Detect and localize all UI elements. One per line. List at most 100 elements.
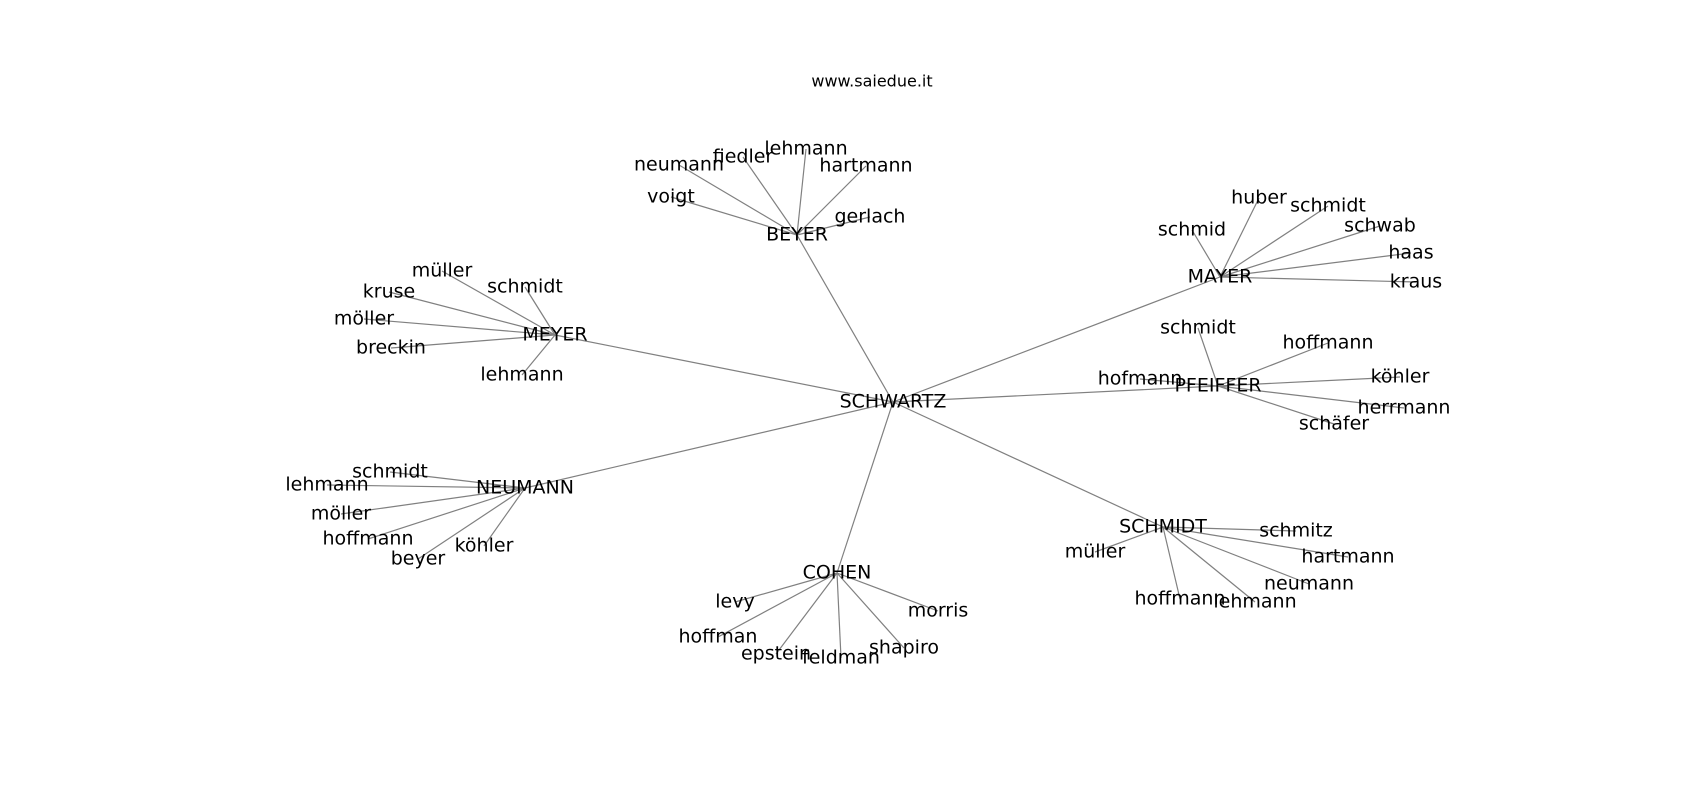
edge-line <box>524 401 894 489</box>
leaf-node-label: hartmann <box>1301 546 1394 568</box>
edge-line <box>1219 205 1329 278</box>
leaf-node-label: fiedler <box>713 146 774 168</box>
leaf-node-label: köhler <box>455 535 514 557</box>
leaf-node-label: müller <box>412 260 473 282</box>
hub-node-label: BEYER <box>766 224 828 246</box>
leaf-node-label: haas <box>1388 242 1433 264</box>
edge-line <box>1162 526 1256 603</box>
edge-line <box>742 156 798 236</box>
edge-line <box>326 484 526 489</box>
edge-line <box>892 385 1219 403</box>
edge-line <box>796 165 867 236</box>
edge-line <box>1217 376 1401 387</box>
edges-layer <box>326 148 1417 659</box>
edge-line <box>1191 229 1221 278</box>
edge-line <box>796 216 871 236</box>
edge-line <box>775 572 838 655</box>
leaf-node-label: kruse <box>363 281 415 303</box>
leaf-node-label: schwab <box>1344 215 1416 237</box>
leaf-node-label: kraus <box>1390 271 1442 293</box>
edge-line <box>678 164 798 236</box>
leaf-node-label: epstein <box>741 643 811 665</box>
leaf-node-label: lehmann <box>480 364 563 386</box>
leaf-node-label: beyer <box>391 548 446 570</box>
leaf-node-label: lehmann <box>285 474 368 496</box>
watermark-text: www.saiedue.it <box>811 72 932 91</box>
edge-line <box>836 572 939 612</box>
hub-node-label: NEUMANN <box>476 477 574 499</box>
edge-line <box>796 234 894 403</box>
edge-line <box>1219 252 1412 278</box>
edge-line <box>1219 276 1417 283</box>
leaf-node-label: hoffman <box>679 626 758 648</box>
edge-line <box>1094 526 1164 553</box>
leaf-node-label: möller <box>311 503 371 525</box>
edge-line <box>1217 342 1329 387</box>
leaf-node-label: voigt <box>647 186 695 208</box>
leaf-node-label: gerlach <box>835 206 906 228</box>
edge-line <box>388 291 556 336</box>
leaf-node-label: hartmann <box>819 155 912 177</box>
edge-line <box>367 487 526 540</box>
edge-line <box>1197 327 1219 387</box>
leaf-node-label: levy <box>715 591 754 613</box>
leaf-node-label: schmidt <box>1160 317 1236 339</box>
hub-node-label: PFEIFFER <box>1174 375 1261 397</box>
edge-line <box>670 196 798 236</box>
edge-line <box>734 572 838 603</box>
leaf-node-label: schäfer <box>1299 413 1369 435</box>
edge-line <box>1139 378 1219 387</box>
edge-line <box>836 572 842 659</box>
center-node-label: SCHWARTZ <box>840 391 947 413</box>
edge-line <box>892 276 1221 403</box>
edge-line <box>524 286 556 336</box>
edge-line <box>521 334 556 376</box>
edge-line <box>1217 385 1335 425</box>
leaf-node-label: neumann <box>634 154 724 176</box>
edge-line <box>717 572 838 638</box>
hub-node-label: MEYER <box>522 324 587 346</box>
edge-line <box>417 487 526 560</box>
leaf-node-label: hofmann <box>1098 368 1183 390</box>
leaf-node-label: hoffmann <box>323 528 414 550</box>
edge-line <box>836 401 894 574</box>
leaf-node-label: müller <box>1065 541 1126 563</box>
leaf-node-label: breckin <box>356 337 426 359</box>
leaf-node-label: herrmann <box>1358 397 1451 419</box>
edge-line <box>363 318 556 336</box>
edge-line <box>1217 385 1405 409</box>
leaf-node-label: shapiro <box>869 637 939 659</box>
leaf-node-label: schmitz <box>1259 520 1333 542</box>
edge-line <box>796 148 807 236</box>
hub-node-label: SCHMIDT <box>1119 516 1207 538</box>
leaf-node-label: schmidt <box>352 461 428 483</box>
leaf-node-label: schmidt <box>487 276 563 298</box>
leaf-node-label: neumann <box>1264 573 1354 595</box>
edge-line <box>340 487 526 515</box>
edge-line <box>554 334 894 403</box>
edge-line <box>1219 225 1381 278</box>
edge-line <box>1219 197 1260 278</box>
hub-node-label: MAYER <box>1188 266 1253 288</box>
leaf-node-label: schmid <box>1158 219 1226 241</box>
hub-node-label: COHEN <box>803 562 872 584</box>
edge-line <box>836 572 905 649</box>
edge-line <box>892 401 1164 528</box>
labels-layer: SCHWARTZBEYERneumannfiedlerlehmannhartma… <box>285 138 1450 669</box>
leaf-node-label: schmidt <box>1290 195 1366 217</box>
leaf-node-label: möller <box>334 308 394 330</box>
leaf-node-label: lehmann <box>1213 591 1296 613</box>
leaf-node-label: köhler <box>1371 366 1430 388</box>
edge-line <box>389 471 526 489</box>
edge-line <box>1162 526 1181 600</box>
edge-line <box>441 270 556 336</box>
edge-line <box>1162 526 1349 558</box>
leaf-node-label: lehmann <box>764 138 847 160</box>
edge-line <box>1162 526 1297 532</box>
leaf-node-label: huber <box>1231 187 1287 209</box>
edge-line <box>483 487 526 547</box>
edge-line <box>390 334 556 349</box>
leaf-node-label: morris <box>908 600 969 622</box>
leaf-node-label: hoffmann <box>1135 588 1226 610</box>
